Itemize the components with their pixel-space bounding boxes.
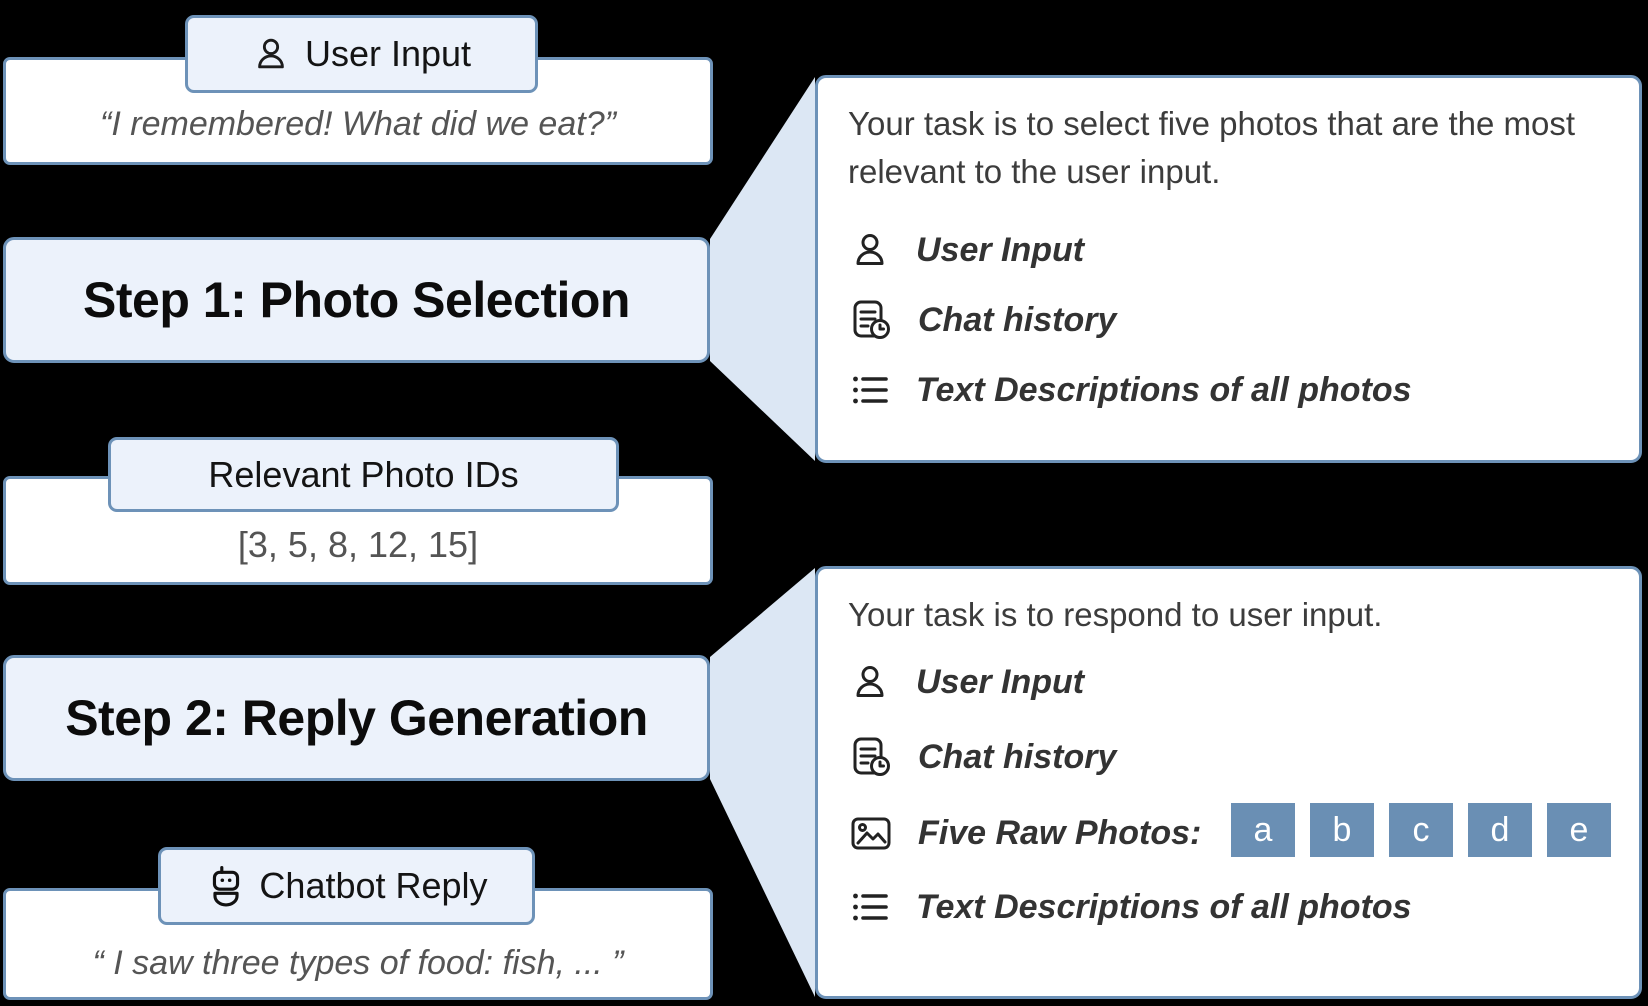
image-icon [850, 812, 892, 854]
prompt-item-label: Five Raw Photos: [918, 813, 1202, 852]
prompt-item-label: User Input [916, 662, 1085, 701]
photo-letter: a [1253, 810, 1273, 849]
prompt-item-text-descriptions: Text Descriptions of all photos [850, 883, 1412, 931]
prompt-item-label: Text Descriptions of all photos [916, 370, 1412, 409]
prompt-item-chat-history: Chat history [850, 733, 1116, 781]
chatbot-reply-quote: “ I saw three types of food: fish, ... ” [92, 944, 624, 982]
list-icon [850, 370, 890, 410]
step2-task-text: Your task is to respond to user input. [848, 596, 1383, 633]
prompt-item-user-input: User Input [850, 226, 1084, 274]
user-icon [252, 35, 290, 73]
photo-thumbnail-c: c [1389, 803, 1453, 857]
prompt-item-label: User Input [916, 230, 1085, 269]
photo-letter: c [1412, 810, 1430, 849]
photo-ids-value: [3, 5, 8, 12, 15] [237, 524, 479, 565]
step1-title: Step 1: Photo Selection [83, 272, 630, 328]
photo-letter: b [1332, 810, 1352, 849]
prompt-item-five-raw-photos: Five Raw Photos: [850, 806, 1201, 860]
photo-letter: e [1569, 810, 1589, 849]
user-input-label: User Input [304, 33, 472, 74]
chatbot-reply-label: Chatbot Reply [259, 865, 488, 906]
prompt-item-chat-history: Chat history [850, 296, 1116, 344]
robot-icon [205, 865, 247, 907]
photo-ids-label: Relevant Photo IDs [208, 453, 519, 495]
user-icon [850, 662, 890, 702]
user-input-label-box: User Input [185, 15, 538, 93]
chat-history-icon [850, 299, 892, 341]
step1-prompt-callout: Your task is to select five photos that … [815, 75, 1642, 463]
photo-thumbnail-e: e [1547, 803, 1611, 857]
prompt-item-user-input: User Input [850, 658, 1084, 706]
photo-thumbnail-a: a [1231, 803, 1295, 857]
list-icon [850, 887, 890, 927]
chatbot-reply-quote-box: “ I saw three types of food: fish, ... ” [3, 888, 713, 1000]
chatbot-reply-label-box: Chatbot Reply [158, 847, 535, 925]
step2-prompt-callout: Your task is to respond to user input. U… [815, 566, 1642, 999]
prompt-item-text-descriptions: Text Descriptions of all photos [850, 366, 1412, 414]
step1-box: Step 1: Photo Selection [3, 237, 710, 363]
step2-box: Step 2: Reply Generation [3, 655, 710, 781]
prompt-item-label: Chat history [918, 300, 1117, 339]
photo-ids-label-box: Relevant Photo IDs [108, 437, 619, 512]
step1-task-text: Your task is to select five photos that … [848, 105, 1575, 190]
user-input-quote: “I remembered! What did we eat?” [100, 105, 616, 143]
chat-history-icon [850, 736, 892, 778]
photo-thumbnail-b: b [1310, 803, 1374, 857]
photo-letter: d [1490, 810, 1510, 849]
user-icon [850, 230, 890, 270]
step2-title: Step 2: Reply Generation [65, 690, 648, 746]
photo-thumbnail-d: d [1468, 803, 1532, 857]
prompt-item-label: Chat history [918, 737, 1117, 776]
prompt-item-label: Text Descriptions of all photos [916, 887, 1412, 926]
